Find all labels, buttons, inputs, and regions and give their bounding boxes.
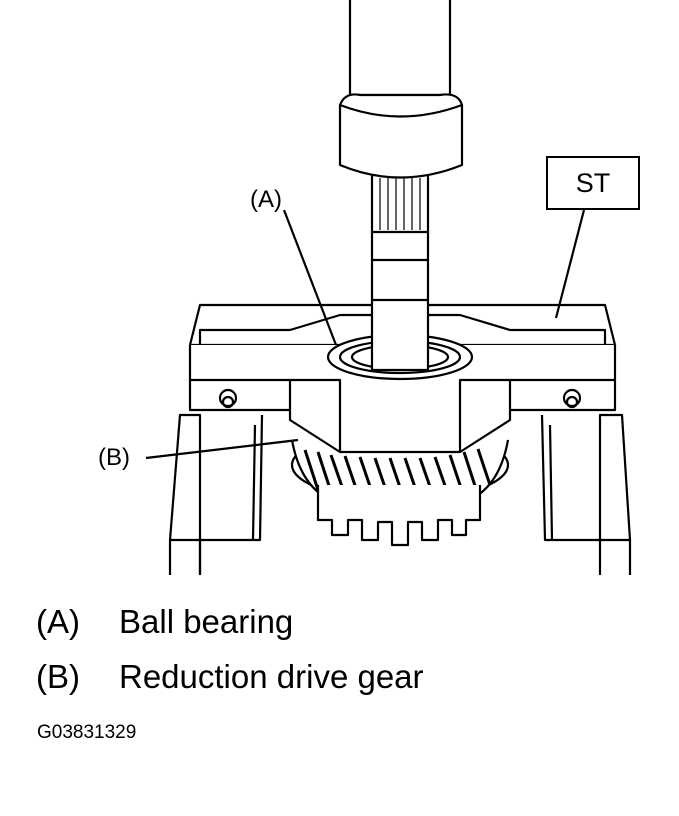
callout-label-b: (B): [98, 444, 130, 471]
leader-line-a: [282, 209, 338, 346]
press-ram: [338, 0, 464, 179]
gear-press-illustration: [145, 0, 632, 575]
figure-id: G03831329: [37, 722, 137, 743]
right-support-block: [540, 413, 632, 575]
leader-line-b: [145, 438, 299, 460]
legend-label-b: Reduction drive gear: [119, 658, 424, 695]
legend-key-a: (A): [36, 603, 80, 640]
legend-key-b: (B): [36, 658, 80, 695]
special-tool-label-box: ST: [546, 156, 640, 210]
reduction-drive-gear: [290, 428, 510, 547]
left-support-block: [168, 413, 264, 575]
leader-line-st: [554, 209, 586, 319]
special-tool-label: ST: [575, 167, 611, 198]
legend-label-a: Ball bearing: [119, 603, 294, 640]
shaft: [370, 173, 430, 372]
callout-label-a: (A): [250, 186, 282, 213]
